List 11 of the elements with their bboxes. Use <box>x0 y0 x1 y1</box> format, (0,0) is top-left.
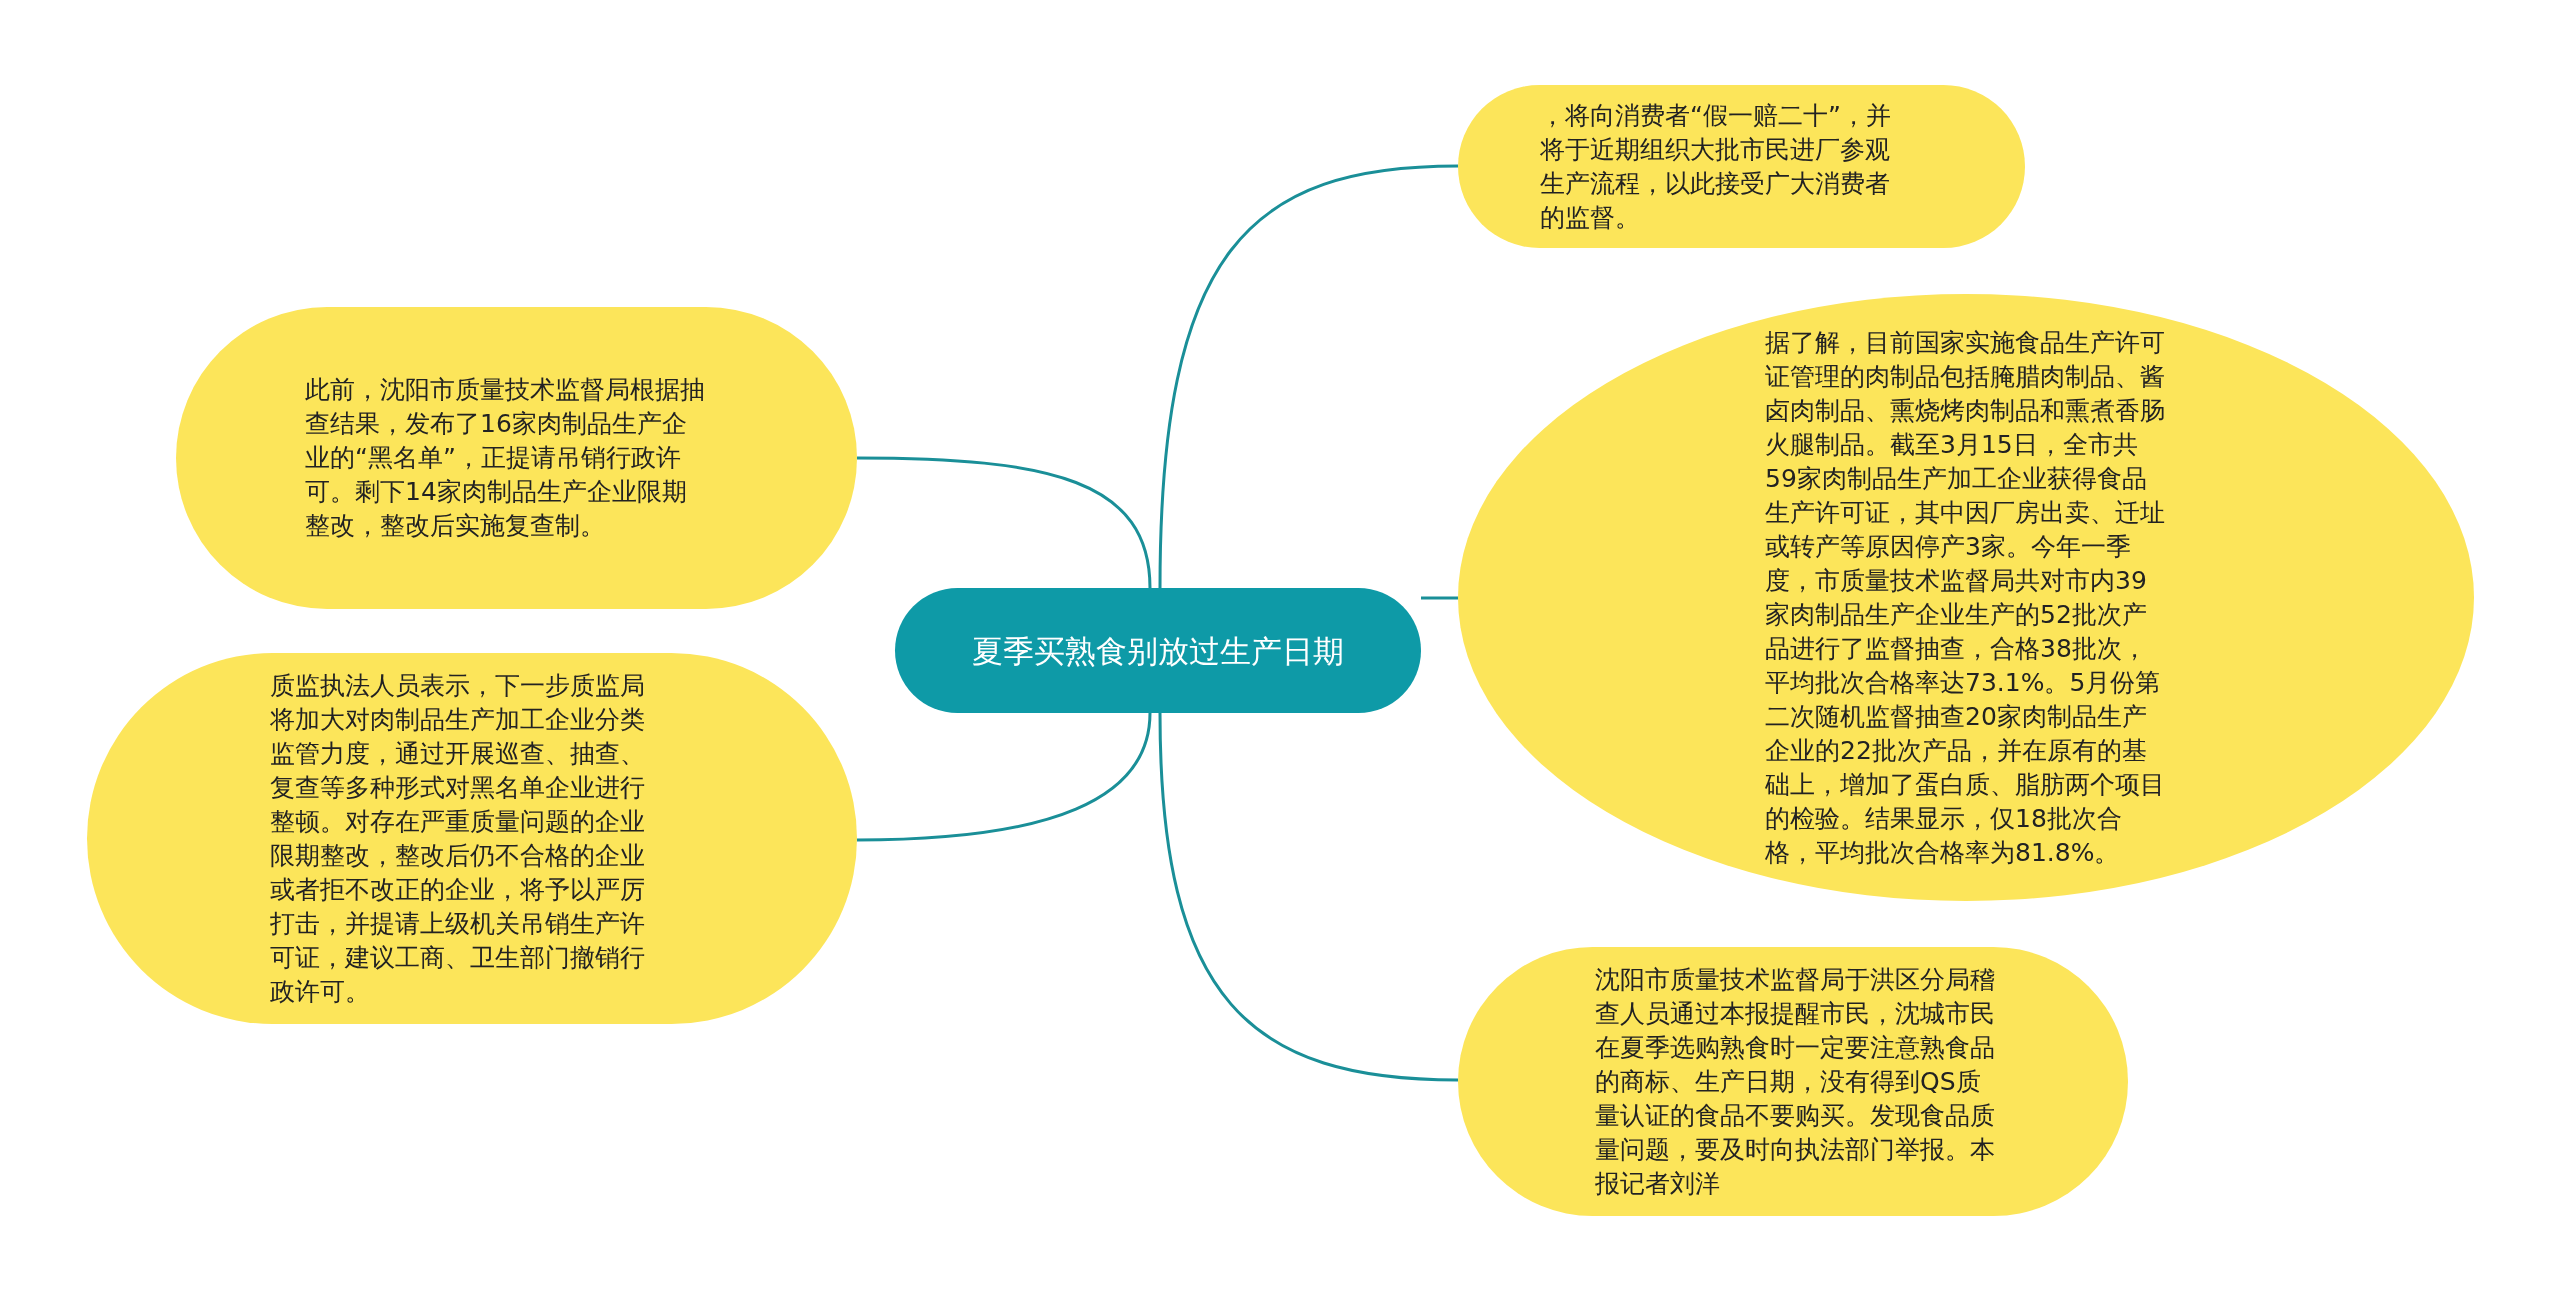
connector-line <box>1158 712 1459 1082</box>
connector-line <box>857 456 1152 589</box>
note-bubble: ，将向消费者“假一赔二十”，并将于近期组织大批市民进厂参观生产流程，以此接受广大消费者的监督。 <box>1458 85 2025 248</box>
connector-line <box>1421 596 1458 600</box>
note-bubble: 沈阳市质量技术监督局于洪区分局稽查人员通过本报提醒市民，沈城市民在夏季选购熟食时一定要注意熟食品的商标、生产日期，没有得到QS质量认证的食品不要购买。发现食品质量问题，要及时向执法部门举报。本报记者刘洋 <box>1458 947 2128 1216</box>
note-bubble: 此前，沈阳市质量技术监督局根据抽查结果，发布了16家肉制品生产企业的“黑名单”，正提请吊销行政许可。剩下14家肉制品生产企业限期整改，整改后实施复查制。 <box>176 307 857 609</box>
topic-box: 夏季买熟食别放过生产日期 <box>895 588 1421 713</box>
note-bubble: 质监执法人员表示，下一步质监局将加大对肉制品生产加工企业分类监管力度，通过开展巡查、抽查、复查等多种形式对黑名单企业进行整顿。对存在严重质量问题的企业限期整改，整改后仍不合格的企业或者拒不改正的企业，将予以严厉打击，并提请上级机关吊销生产许可证，建议工商、卫生部门撤销行政许可。 <box>87 653 857 1024</box>
note-bubble: 据了解，目前国家实施食品生产许可证管理的肉制品包括腌腊肉制品、酱卤肉制品、熏烧烤肉制品和熏煮香肠火腿制品。截至3月15日，全市共59家肉制品生产加工企业获得食品生产许可证，其中因厂房出卖、迁址或转产等原因停产3家。今年一季度，市质量技术监督局共对市内39家肉制品生产企业生产的52批次产品进行了监督抽查，合格38批次，平均批次合格率达73.1%。5月份第二次随机监督抽查20家肉制品生产企业的22批次产品，并在原有的基础上，增加了蛋白质、脂肪两个项目的检验。结果显示，仅18批次合格，平均批次合格率为81.8%。 <box>1458 294 2474 901</box>
connector-line <box>856 712 1152 842</box>
connector-line <box>1158 164 1459 589</box>
